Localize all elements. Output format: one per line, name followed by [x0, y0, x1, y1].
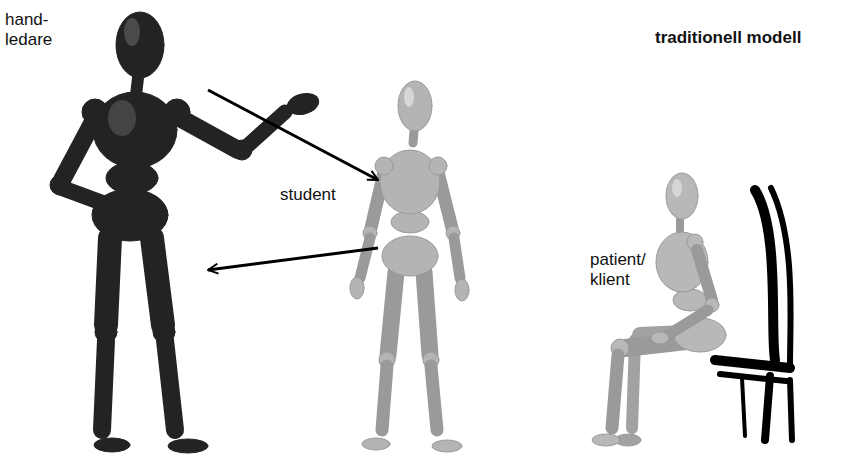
student-node: student	[378, 75, 463, 450]
diagram-title: traditionell modell	[655, 28, 801, 48]
chair	[715, 188, 792, 440]
interaction-arrow	[208, 248, 378, 270]
supervisor-figure	[50, 12, 321, 453]
figure-label: student	[280, 185, 336, 205]
interaction-arrow	[208, 90, 378, 180]
patient-figure	[592, 173, 726, 446]
supervisor-node: hand- ledare	[5, 5, 208, 450]
figure-label: patient/ klient	[590, 250, 646, 291]
figure-label: hand- ledare	[5, 10, 52, 51]
patient-node: patient/ klient	[585, 170, 790, 450]
student-figure	[350, 81, 469, 452]
